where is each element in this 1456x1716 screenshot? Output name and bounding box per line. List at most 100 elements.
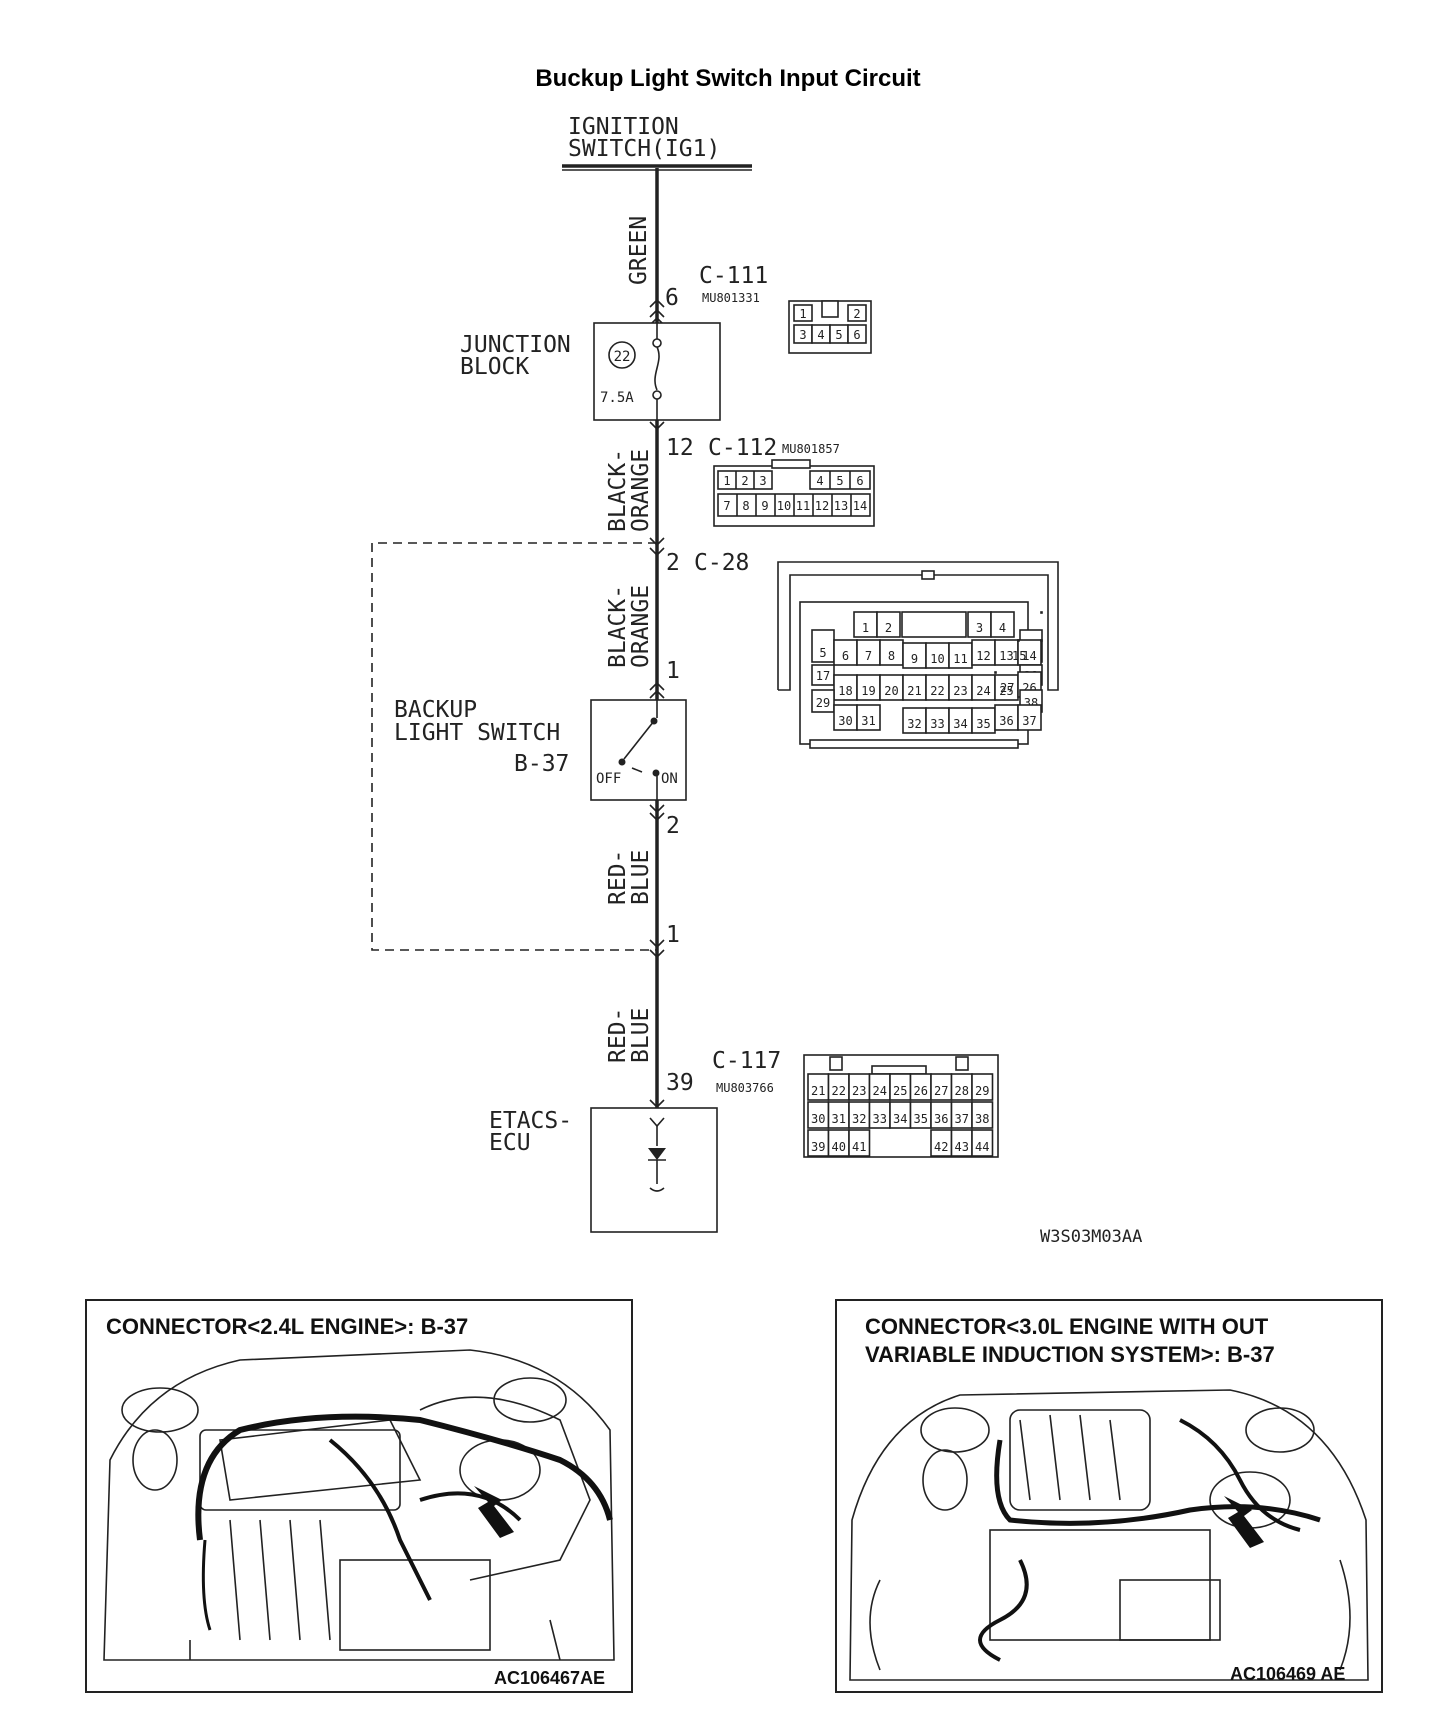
fuse-number: 22	[614, 349, 631, 365]
pin-label: 36	[999, 714, 1013, 728]
panel-30l-title-line2: VARIABLE INDUCTION SYSTEM>: B-37	[865, 1342, 1275, 1367]
pin-label: 12	[976, 649, 990, 663]
pin-cell	[811, 689, 835, 713]
panel-30l-title-line1: CONNECTOR<3.0L ENGINE WITH OUT	[865, 1314, 1269, 1339]
ecu-label-line2: ECU	[489, 1130, 531, 1156]
pin-label: 40	[832, 1140, 846, 1154]
pin-label: 3	[976, 621, 983, 635]
pin-label: 24	[873, 1084, 887, 1098]
pin-cell	[1017, 704, 1042, 731]
pin-label: 17	[816, 669, 830, 683]
wire-label-red-blue-1a: RED-	[605, 850, 631, 905]
engine-bay-illustration-30l	[849, 1389, 1369, 1681]
wiring-harness-30l	[978, 1418, 1321, 1662]
pin-label: 27	[934, 1084, 948, 1098]
pin-label: 7	[865, 649, 872, 663]
c28-key	[901, 611, 967, 638]
panel-24l-title: CONNECTOR<2.4L ENGINE>: B-37	[106, 1314, 468, 1339]
ignition-label-line1: IGNITION	[568, 114, 679, 140]
pin-label: 9	[911, 652, 918, 666]
pin-cell	[876, 611, 901, 638]
pin-label: 11	[953, 652, 967, 666]
c112-connector-face: 1 2 3 4 5 6 7 8 9 10 11 12 13 14	[713, 459, 875, 527]
switch-label-line1: BACKUP	[394, 697, 477, 723]
pin-label: 44	[975, 1140, 989, 1154]
panel-30l-code: AC106469 AE	[1230, 1664, 1345, 1684]
pin-label: 22	[930, 684, 944, 698]
pin-cell	[848, 1129, 871, 1157]
c111-pin-label: 6	[665, 285, 679, 311]
pin-label: 4	[999, 621, 1006, 635]
pin-label: 14	[1022, 649, 1036, 663]
pin-label: 8	[888, 649, 895, 663]
wire-label-red-blue-2b: BLUE	[628, 1008, 654, 1063]
pin-cell	[990, 611, 1015, 638]
fuse-number-circle	[608, 341, 636, 369]
diagram-title: Buckup Light Switch Input Circuit	[535, 65, 920, 92]
c112-pin: 2	[741, 474, 748, 488]
c111-part: MU801331	[702, 291, 760, 305]
b37-pin-2: 2	[666, 813, 680, 839]
c112-pin: 14	[853, 499, 867, 513]
wire-label-black-orange-2b: ORANGE	[628, 585, 654, 668]
ecu-label-line1: ETACS-	[489, 1108, 572, 1134]
ignition-label-line2: SWITCH(IG1)	[568, 136, 720, 162]
c111-name: C-111	[699, 263, 768, 289]
pin-label: 34	[893, 1112, 907, 1126]
fuse-symbol	[652, 323, 662, 420]
pin-cell	[1040, 611, 1043, 614]
pin-cell	[1040, 639, 1043, 642]
pin-label: 31	[861, 714, 875, 728]
c112-pin: 3	[759, 474, 766, 488]
pin-label: 35	[914, 1112, 928, 1126]
c117-name: C-117	[712, 1048, 781, 1074]
switch-on-label: ON	[661, 771, 678, 787]
connector-panel-30l: CONNECTOR<3.0L ENGINE WITH OUT VARIABLE …	[835, 1299, 1383, 1693]
c28-connector-face: 5161234678910111213141728181920212223242…	[777, 561, 1059, 749]
c111-pin: 1	[799, 307, 806, 321]
ecu-input-symbol	[648, 1117, 666, 1192]
pin-cell	[1017, 639, 1020, 642]
pin-label: 25	[999, 684, 1013, 698]
pin-label: 41	[852, 1140, 866, 1154]
pin-label: 23	[852, 1084, 866, 1098]
pin-label: 26	[914, 1084, 928, 1098]
pin-label: 15	[1012, 649, 1026, 663]
wire-label-black-orange-1a: BLACK-	[605, 449, 631, 532]
wire-label-red-blue-1b: BLUE	[628, 850, 654, 905]
diagram-code: W3S03M03AA	[1040, 1227, 1142, 1247]
c28-pin-label-b: 1	[666, 658, 680, 684]
c112-pin: 6	[856, 474, 863, 488]
panel-24l-code: AC106467AE	[494, 1668, 605, 1688]
pin-label: 2	[885, 621, 892, 635]
pin-label: 24	[976, 684, 990, 698]
switch-label-line2: LIGHT SWITCH	[394, 720, 560, 746]
wire-label-red-blue-2a: RED-	[605, 1008, 631, 1063]
c112-pin: 1	[723, 474, 730, 488]
c112-pin: 11	[796, 499, 810, 513]
pin-label: 33	[873, 1112, 887, 1126]
pin-label: 42	[934, 1140, 948, 1154]
pin-label: 10	[930, 652, 944, 666]
pin-label: 23	[953, 684, 967, 698]
switch-contacts	[618, 700, 660, 800]
c112-pin: 13	[834, 499, 848, 513]
c112-name: C-112	[708, 435, 777, 461]
pin-cell	[856, 704, 881, 731]
pin-cell	[994, 671, 997, 674]
c112-pin: 12	[815, 499, 829, 513]
c117-part: MU803766	[716, 1081, 774, 1095]
c111-pin: 2	[853, 307, 860, 321]
c111-pin: 5	[835, 328, 842, 342]
wiring-harness-24l	[195, 1413, 613, 1631]
switch-id: B-37	[514, 751, 569, 777]
c111-pin: 6	[853, 328, 860, 342]
pin-cell	[971, 1073, 994, 1101]
c28-name: C-28	[694, 550, 749, 576]
pin-label: 38	[975, 1112, 989, 1126]
pin-label: 31	[832, 1112, 846, 1126]
pin-label: 18	[838, 684, 852, 698]
pin-label: 21	[907, 684, 921, 698]
connector-panel-24l: CONNECTOR<2.4L ENGINE>: B-37 AC106467AE	[85, 1299, 633, 1693]
